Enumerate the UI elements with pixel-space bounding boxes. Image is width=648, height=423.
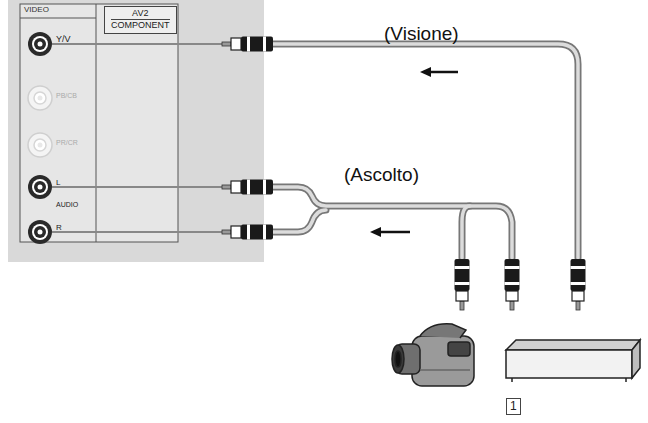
jack-label: AUDIO <box>56 201 78 208</box>
direction-arrows <box>370 67 458 237</box>
panel-heading: AV2 <box>111 8 170 19</box>
header-box: AV2COMPONENT <box>104 6 177 34</box>
jack-label: R <box>56 223 62 232</box>
panel-frame <box>20 4 178 242</box>
camcorder <box>392 324 474 386</box>
panel-heading: COMPONENT <box>111 19 170 31</box>
tv-panel <box>8 0 264 262</box>
set-top-box <box>506 340 640 382</box>
cable-core <box>52 44 222 232</box>
rca-plugs <box>222 37 586 311</box>
callout-number: 1 <box>510 399 517 414</box>
signal-label: (Visione) <box>384 23 459 45</box>
callout-box: 1 <box>506 398 521 415</box>
jack-label: VIDEO <box>24 5 49 14</box>
jack-label: Y/V <box>56 34 71 44</box>
jack-label: PR/CR <box>56 139 78 146</box>
jack-label: L <box>56 178 60 187</box>
signal-label: (Ascolto) <box>344 164 419 186</box>
jacks <box>28 32 52 244</box>
jack-label: PB/CB <box>56 92 77 99</box>
cables <box>272 44 578 258</box>
